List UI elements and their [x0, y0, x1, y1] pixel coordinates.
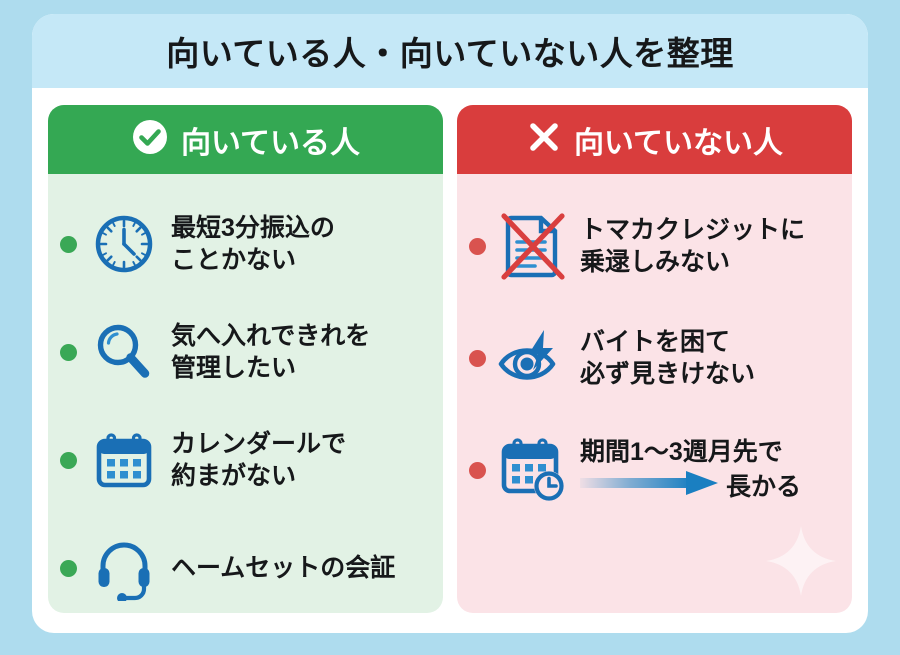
panel-header-label-unsuited: 向いていない人 [573, 126, 784, 160]
suited-people-list: 最短3分振込の ことかない 気へ入れできれを [48, 174, 443, 613]
list-item: 最短3分振込の ことかない [60, 190, 433, 298]
list-item: バイトを困て 必ず見きけない [469, 302, 842, 414]
bullet-point [60, 235, 77, 253]
unsuited-people-list: トマカクレジットに 乗逯しみない [457, 174, 852, 613]
list-item-text: 期間1〜3週月先で [580, 436, 801, 504]
bullet-point [60, 559, 77, 577]
duration-arrow-row: 長かる [580, 470, 801, 504]
panel-header-suited: 向いている人 [48, 105, 443, 174]
list-item-text: 最短3分振込の ことかない [171, 214, 335, 274]
gradient-arrow-right-icon [580, 470, 722, 504]
list-item-text: バイトを困て 必ず見きけない [580, 328, 756, 388]
list-item: 気へ入れできれを 管理したい [60, 298, 433, 406]
list-item-text: トマカクレジットに 乗逯しみない [580, 216, 806, 276]
panel-header-unsuited: 向いていない人 [457, 105, 852, 174]
bullet-point [469, 349, 486, 367]
list-item-text: カレンダールで 約まがない [171, 430, 347, 490]
calendar-icon [87, 423, 161, 497]
eye-lightning-icon [496, 321, 570, 395]
list-item-text: 気へ入れできれを 管理したい [171, 322, 371, 382]
cross-icon [526, 119, 562, 160]
bullet-point [469, 461, 486, 479]
list-item-text: ヘームセットの会証 [171, 554, 396, 582]
list-item: カレンダールで 約まがない [60, 406, 433, 514]
headset-icon [87, 531, 161, 605]
bullet-point [469, 237, 486, 255]
title-band: 向いている人・向いていない人を整理 [32, 14, 868, 88]
list-item: 期間1〜3週月先で [469, 414, 842, 526]
list-item: ヘームセットの会証 [60, 514, 433, 613]
panel-suited-people: 向いている人 [48, 105, 443, 613]
panel-unsuited-people: 向いていない人 [457, 105, 852, 613]
comparison-columns: 向いている人 [32, 88, 868, 633]
document-crossed-out-icon [496, 209, 570, 283]
bullet-point [60, 343, 77, 361]
magnifier-icon [87, 315, 161, 389]
infographic-card: 向いている人・向いていない人を整理 向いている人 [32, 14, 868, 633]
panel-header-label-suited: 向いている人 [180, 126, 361, 160]
page-title: 向いている人・向いていない人を整理 [166, 35, 734, 72]
bullet-point [60, 451, 77, 469]
list-item: トマカクレジットに 乗逯しみない [469, 190, 842, 302]
calendar-clock-icon [496, 433, 570, 507]
check-circle-icon [131, 118, 169, 161]
clock-icon [87, 207, 161, 281]
